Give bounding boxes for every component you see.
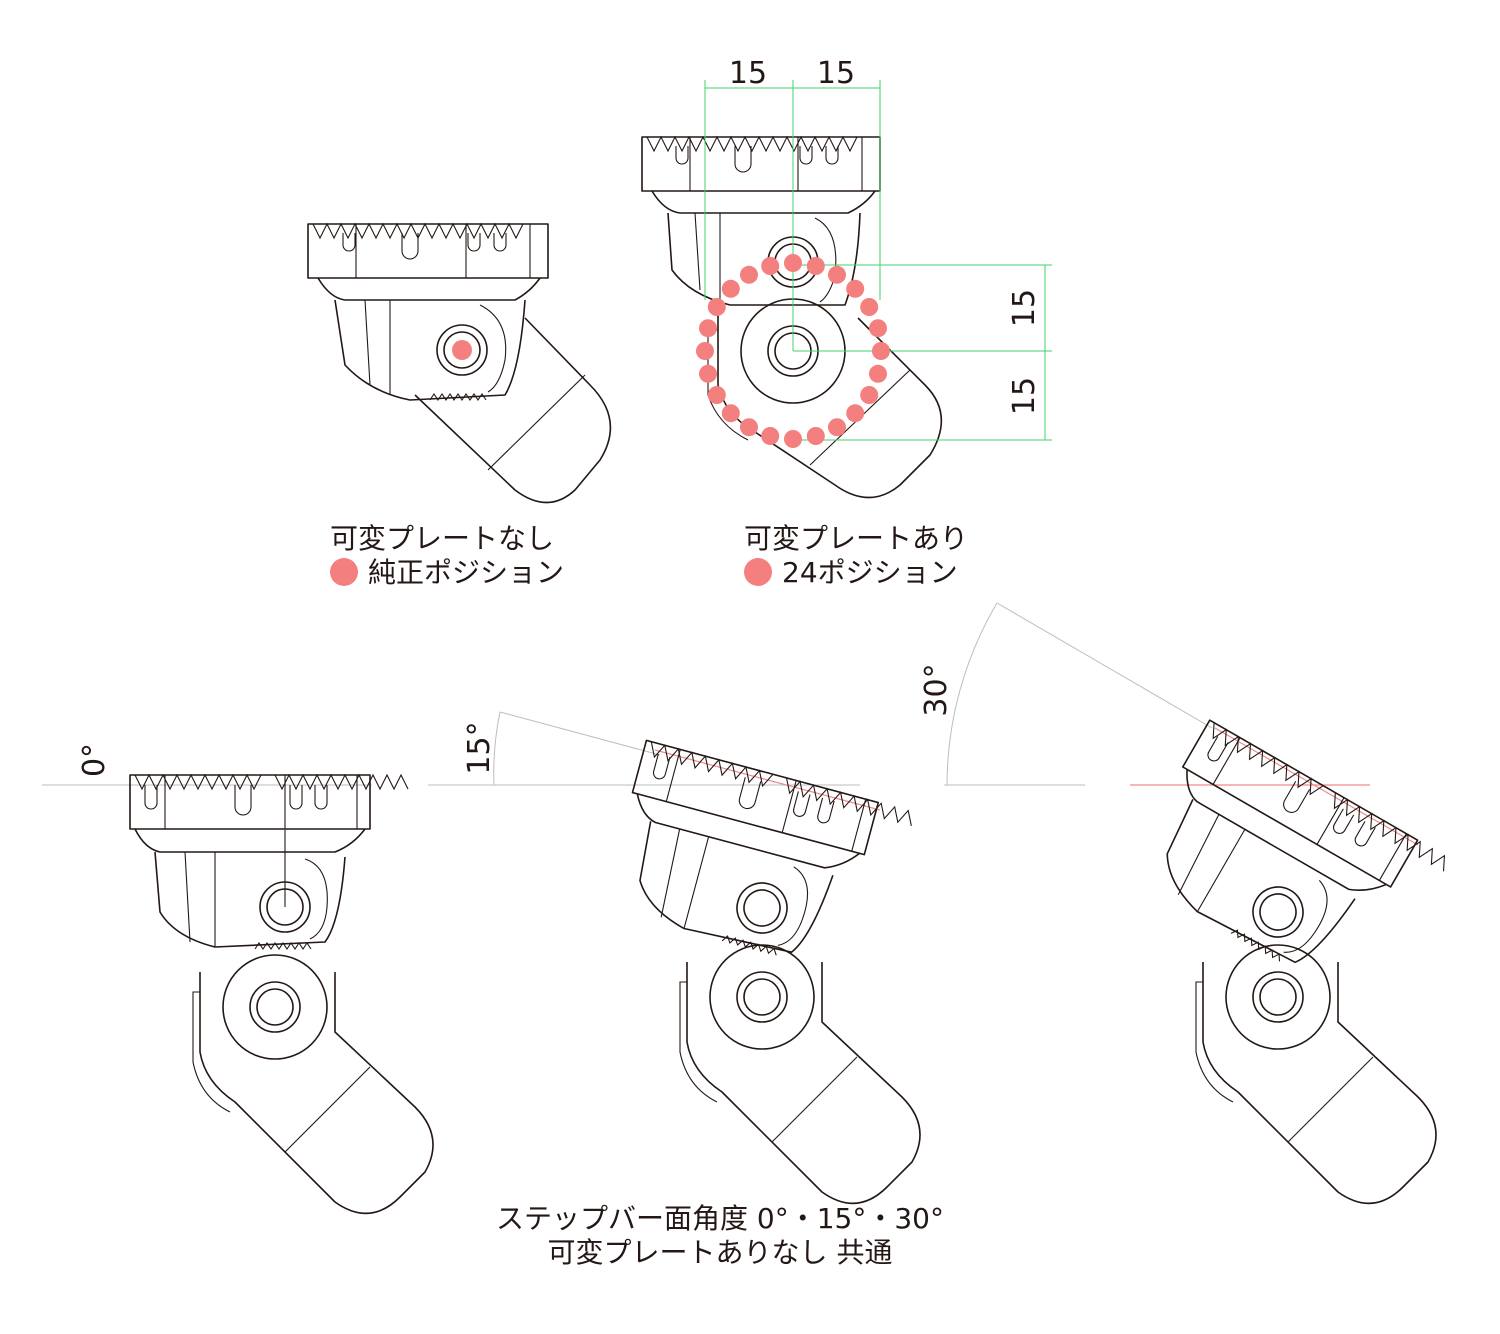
caption-no-plate-legend: 純正ポジション: [330, 556, 564, 590]
position-dot: [872, 342, 890, 360]
position-dot: [699, 319, 717, 338]
position-dot: [806, 427, 825, 445]
position-dot: [846, 404, 865, 423]
position-dot: [869, 364, 887, 383]
caption-with-plate-legend: 24ポジション: [744, 556, 968, 590]
position-dot: [699, 364, 717, 383]
caption-no-plate-title: 可変プレートなし: [330, 522, 555, 555]
legend-with-plate-text: 24ポジション: [782, 556, 958, 589]
position-dots: [696, 254, 890, 448]
bracket-angle-30: [1121, 719, 1452, 1205]
position-dot: [721, 279, 740, 298]
position-dot: [869, 319, 887, 338]
position-dot: [761, 257, 780, 275]
angle-label-30: 30°: [919, 663, 954, 716]
angle-label-0: 0°: [77, 743, 112, 777]
position-dot: [784, 430, 802, 448]
position-dot: [860, 386, 879, 404]
dim-side-lower: 15: [1007, 377, 1042, 415]
dim-top-right: 15: [817, 56, 855, 91]
position-dot: [828, 265, 846, 284]
legend-no-plate-text: 純正ポジション: [368, 556, 565, 589]
dim-top-left: 15: [729, 56, 767, 91]
position-dot: [846, 279, 865, 298]
caption-with-plate: 可変プレートあり 24ポジション: [744, 522, 968, 590]
legend-dot-icon: [330, 558, 358, 586]
stock-position-marker: [452, 340, 472, 360]
dimension-guides: [704, 80, 1052, 441]
footer-line-1: ステップバー面角度 0°・15°・30°: [496, 1202, 944, 1235]
dim-side-upper: 15: [1007, 289, 1042, 327]
position-dot: [721, 404, 740, 423]
caption-no-plate: 可変プレートなし 純正ポジション: [330, 522, 564, 590]
bracket-angle-15: [600, 739, 921, 1205]
position-dot: [761, 427, 780, 445]
position-dot: [828, 418, 846, 437]
position-dot: [784, 254, 802, 272]
position-dot: [707, 386, 726, 404]
footer-line-2: 可変プレートありなし 共通: [547, 1236, 893, 1269]
caption-with-plate-title: 可変プレートあり: [744, 522, 969, 555]
footer-caption: ステップバー面角度 0°・15°・30° 可変プレートありなし 共通: [480, 1202, 960, 1270]
position-dot: [696, 342, 714, 360]
legend-dot-icon: [744, 558, 772, 586]
position-dot: [740, 265, 758, 284]
position-dot: [860, 298, 879, 316]
position-dot: [806, 257, 825, 275]
angle-label-15: 15°: [462, 721, 497, 774]
bracket-no-plate: [307, 222, 612, 504]
position-dot: [707, 298, 726, 316]
position-dot: [740, 418, 758, 437]
bracket-angle-0: [129, 774, 434, 1215]
